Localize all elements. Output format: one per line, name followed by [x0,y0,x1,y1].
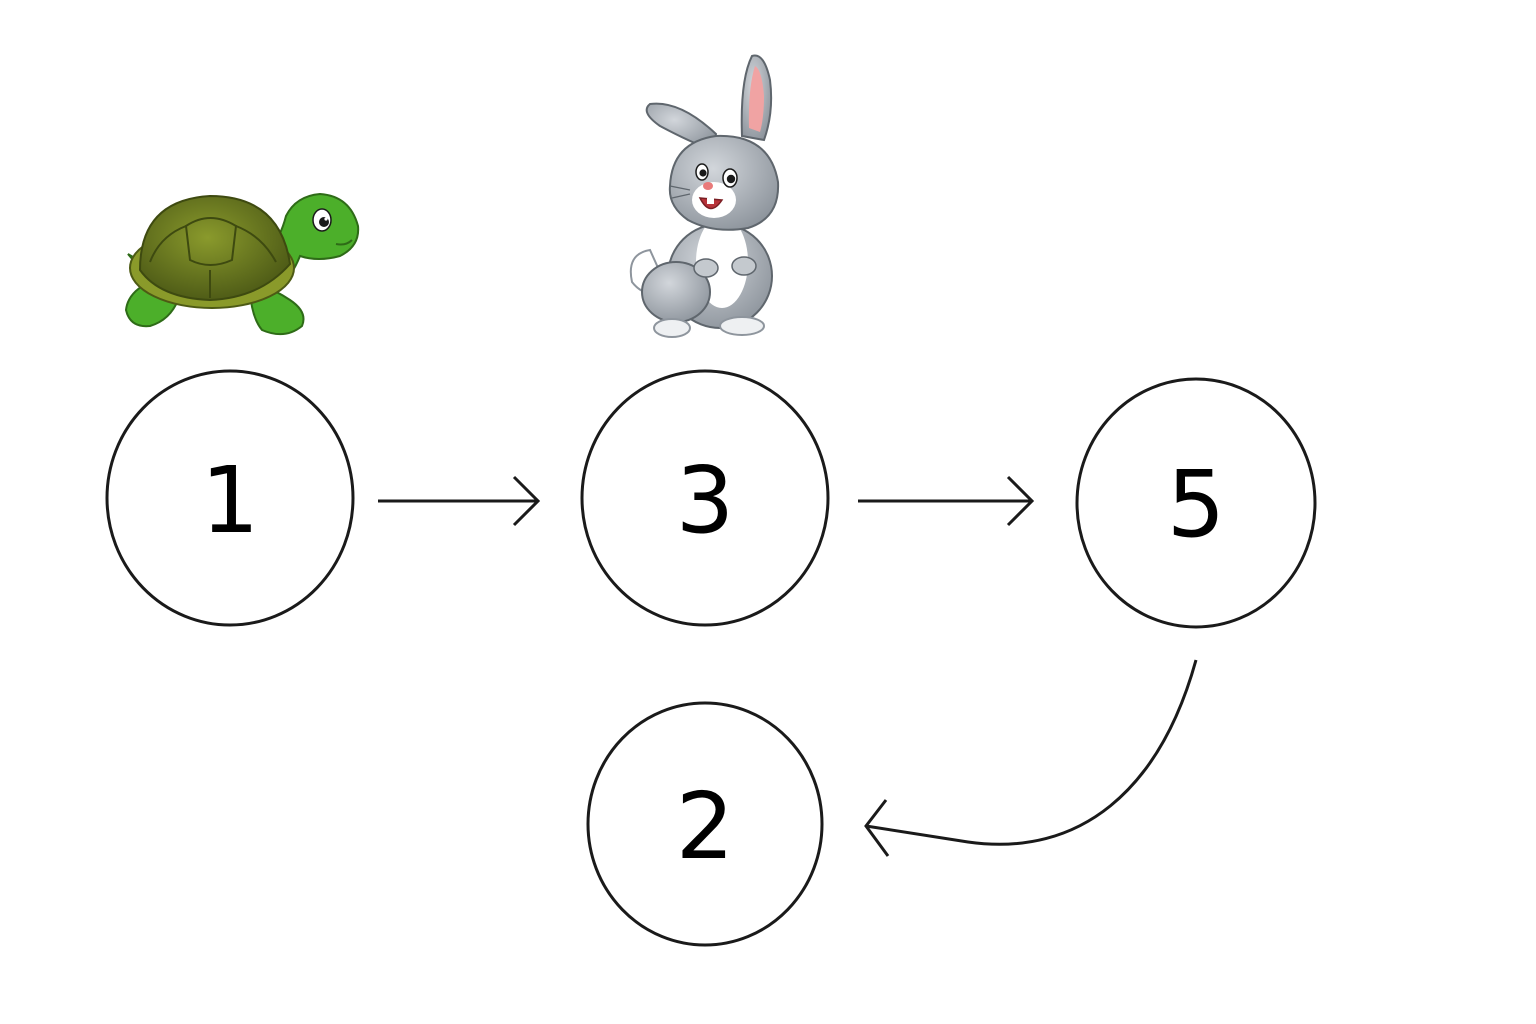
node-label: 5 [1167,451,1226,558]
rabbit-icon [629,54,780,338]
turtle-icon [124,192,360,336]
node-3: 3 [580,369,830,627]
edge-5-to-2 [864,659,1198,857]
node-5: 5 [1075,377,1317,629]
node-1: 1 [105,369,355,627]
edge-3-to-5 [858,475,1035,527]
node-label: 2 [676,773,735,880]
node-label: 3 [676,447,735,554]
node-label: 1 [201,447,260,554]
edge-1-to-3 [378,475,541,527]
arrowhead-icon [864,799,890,857]
arrowhead-icon [1006,475,1035,527]
node-2: 2 [586,701,824,947]
arrowhead-icon [512,475,541,527]
